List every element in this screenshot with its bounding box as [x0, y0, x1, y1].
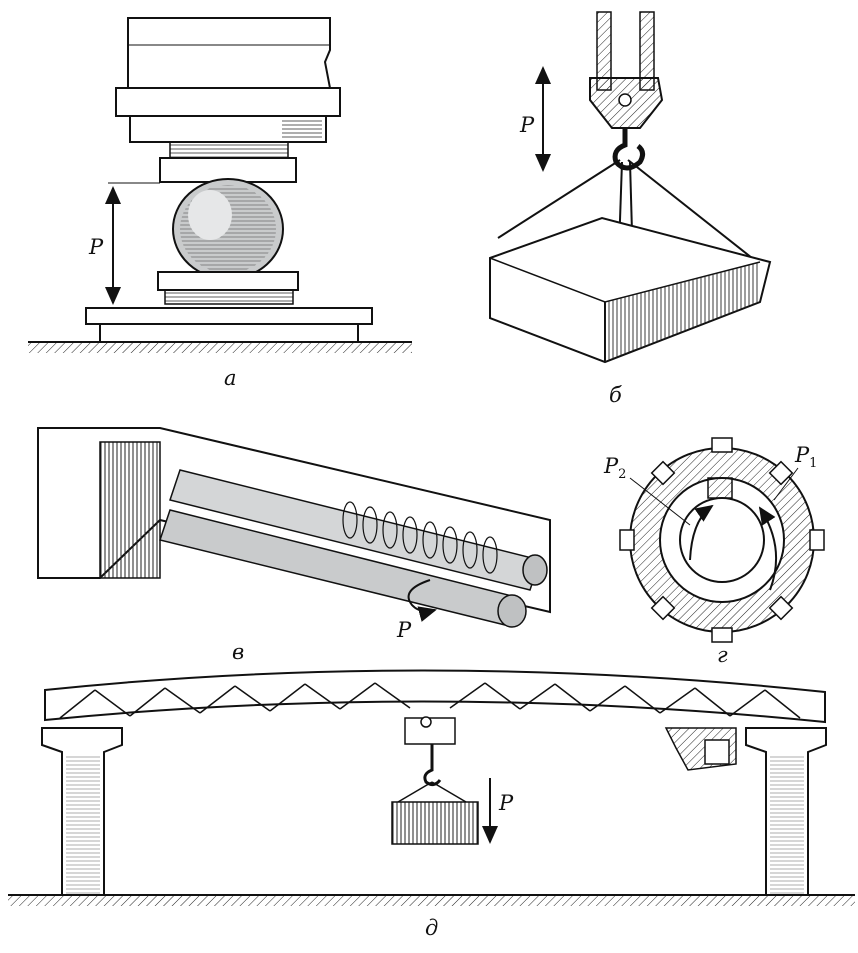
panel-g-force2-subscript: 2	[618, 467, 627, 483]
panel-a-caption: а	[224, 366, 237, 390]
panel-g-force1-label: P1	[795, 443, 818, 472]
panel-v-force-label: P	[397, 618, 412, 642]
panel-a-force-label: P	[89, 235, 104, 259]
panel-g-gear-ring	[619, 437, 825, 643]
panel-g-force2-symbol: P	[604, 454, 619, 478]
panel-g-force2-label: P2	[604, 454, 627, 483]
panel-b-force-label: P	[520, 113, 535, 137]
panel-d-gantry-crane	[8, 669, 855, 906]
panel-g-force1-symbol: P	[795, 443, 810, 467]
panel-v-caption: в	[232, 640, 245, 664]
panel-g-caption: г	[717, 643, 728, 667]
panel-d-caption: д	[425, 916, 439, 940]
panel-v-torsion-shaft	[37, 427, 551, 628]
panel-b-hook-load	[489, 11, 772, 364]
panel-d-force-label: P	[499, 791, 514, 815]
panel-g-force1-subscript: 1	[809, 456, 818, 472]
panel-b-caption: б	[609, 383, 622, 407]
panel-a-press	[28, 17, 412, 353]
